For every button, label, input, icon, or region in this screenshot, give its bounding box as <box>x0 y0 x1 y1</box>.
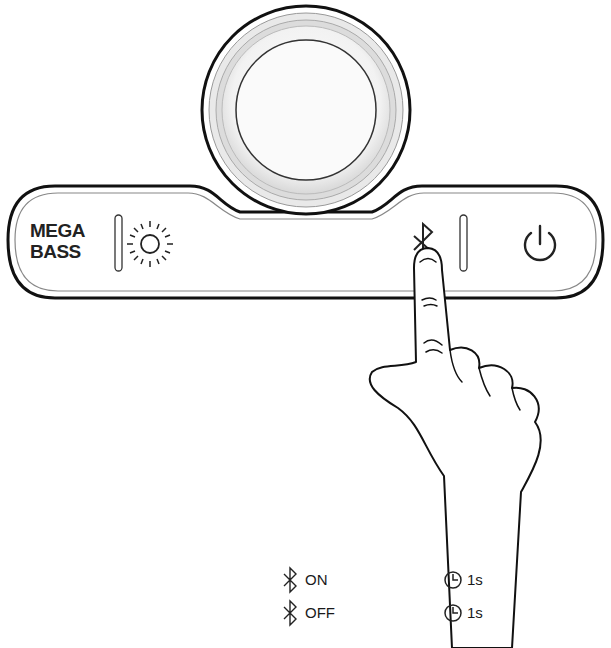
light-icon <box>127 221 173 267</box>
duration-label: 1s <box>467 604 483 622</box>
divider <box>115 215 122 271</box>
button-label: MEGA BASS <box>30 220 92 262</box>
bluetooth-symbol <box>284 568 296 625</box>
hand-detail <box>420 259 520 411</box>
power-icon <box>525 226 555 260</box>
divider <box>460 215 467 271</box>
clock-icon <box>445 572 461 621</box>
volume-knob <box>202 6 410 214</box>
hand <box>370 248 541 648</box>
state-label: ON <box>305 571 328 589</box>
duration-label: 1s <box>467 571 483 589</box>
state-label: OFF <box>305 604 335 622</box>
